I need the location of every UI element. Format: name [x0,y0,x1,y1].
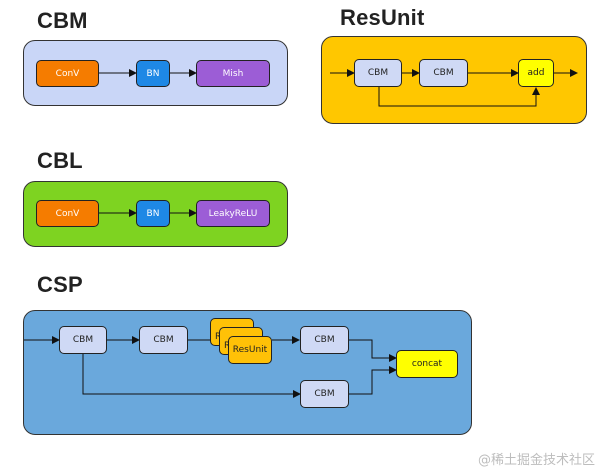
resunit-add-node: add [518,59,554,87]
cbm-bn-node: BN [136,60,170,87]
csp-cbm-node-4: CBM [300,380,349,408]
cbm-conv-node: ConV [36,60,99,87]
cbl-leakyrelu-node: LeakyReLU [196,200,270,227]
cbm-mish-node: Mish [196,60,270,87]
cbm-title: CBM [37,8,88,33]
csp-cbm-node-1: CBM [59,326,107,354]
resunit-cbm-node-1: CBM [354,59,402,87]
cbl-conv-node: ConV [36,200,99,227]
csp-title: CSP [37,272,83,297]
cbl-title: CBL [37,148,83,173]
csp-resunit-node: ResUnit [228,336,272,364]
watermark: @稀土掘金技术社区 [477,453,595,468]
csp-cbm-node-3: CBM [300,326,349,354]
resunit-cbm-node-2: CBM [419,59,468,87]
resunit-title: ResUnit [340,5,425,30]
cbl-bn-node: BN [136,200,170,227]
csp-cbm-node-2: CBM [139,326,188,354]
csp-concat-node: concat [396,350,458,378]
